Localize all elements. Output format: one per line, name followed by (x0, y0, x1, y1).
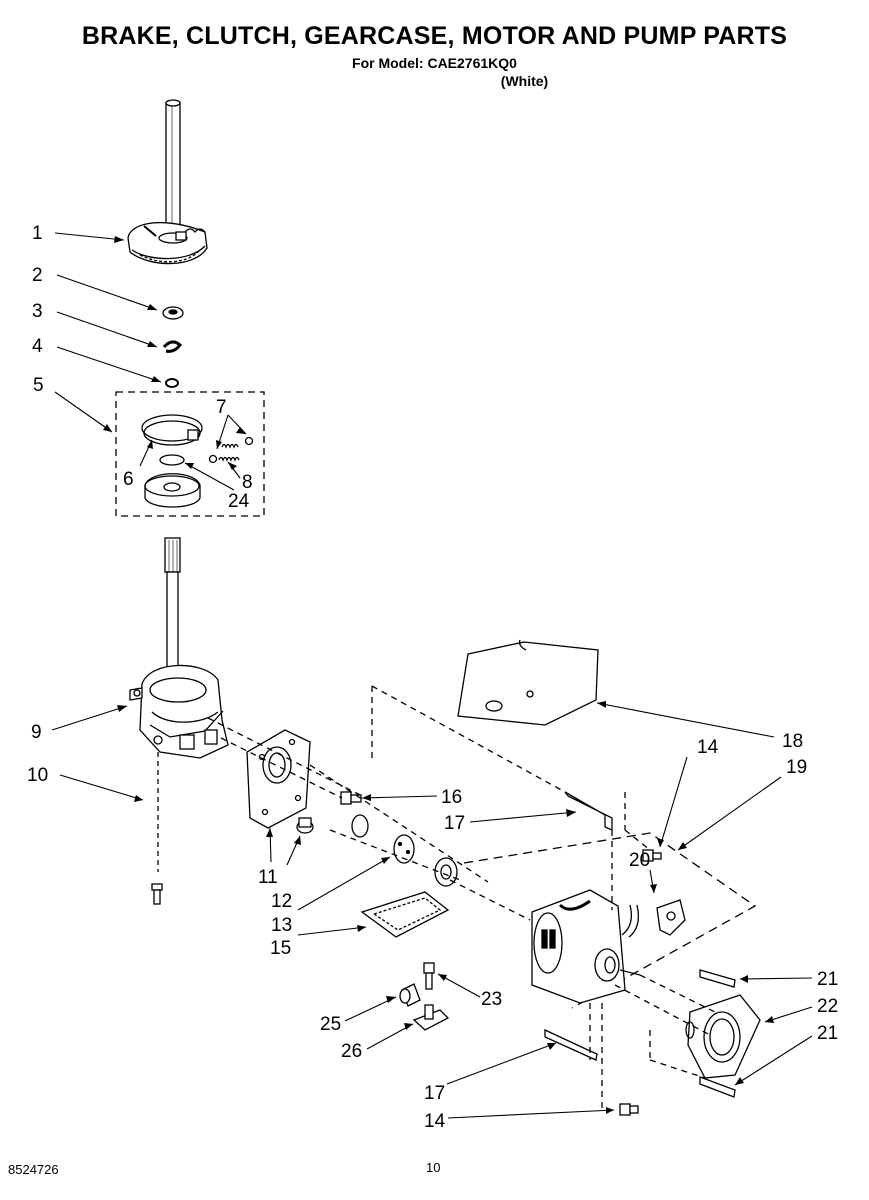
callout-21-upper: 21 (817, 969, 838, 990)
callout-4: 4 (32, 336, 43, 357)
callout-18: 18 (782, 731, 803, 752)
callout-22: 22 (817, 996, 838, 1017)
callout-8: 8 (242, 472, 253, 493)
callout-3: 3 (32, 301, 43, 322)
part-19-motor-outline (463, 832, 757, 1009)
callout-14-lower: 14 (424, 1111, 446, 1132)
part-7-8-spring (208, 436, 254, 464)
page-title: BRAKE, CLUTCH, GEARCASE, MOTOR AND PUMP … (81, 22, 788, 50)
callout-21-lower: 21 (817, 1023, 838, 1044)
part-11-adapter-plate (246, 729, 311, 829)
part-5-clutch-assembly-box (115, 391, 265, 517)
callout-13: 13 (271, 915, 292, 936)
callout-14-upper: 14 (697, 737, 719, 758)
part-12-plug (296, 817, 314, 834)
callout-12: 12 (271, 891, 292, 912)
callout-10: 10 (27, 765, 48, 786)
callout-23: 23 (481, 989, 502, 1010)
callout-1: 1 (32, 223, 43, 244)
part-21-clip-upper (699, 969, 736, 988)
part-3-spring-washer (162, 340, 183, 353)
part-6-clutch-band (141, 414, 203, 446)
model-subtitle: For Model: CAE2761KQ0 (352, 55, 517, 71)
color-note: (White) (500, 73, 549, 89)
part-20-switch (656, 899, 686, 936)
callout-11: 11 (258, 867, 278, 888)
document-number: 8524726 (8, 1162, 59, 1177)
callout-2: 2 (32, 265, 43, 286)
callout-26: 26 (341, 1041, 362, 1062)
callout-7: 7 (216, 397, 227, 418)
callout-16: 16 (441, 787, 462, 808)
page-number: 10 (426, 1160, 441, 1175)
arrowheads (103, 236, 774, 1114)
callout-labels: 1 2 3 4 5 6 7 8 24 9 10 11 12 13 15 16 1… (27, 223, 838, 1132)
part-4-retaining-ring (165, 378, 179, 388)
part-9-gearcase (129, 664, 229, 759)
part-22-pump (685, 994, 761, 1079)
alignment-lines (207, 685, 716, 1110)
callout-6: 6 (123, 469, 134, 490)
callout-24: 24 (228, 491, 250, 512)
callout-20: 20 (629, 850, 650, 871)
part-24-clutch-hub (144, 454, 201, 508)
callout-9: 9 (31, 722, 42, 743)
part-17-bracket-lower (544, 1028, 598, 1061)
part-18-shield (457, 639, 599, 726)
callout-15: 15 (270, 938, 291, 959)
callout-17-lower: 17 (424, 1083, 445, 1104)
part-10-bolt (151, 752, 163, 905)
part-26-clamp (412, 1004, 450, 1031)
callout-25: 25 (320, 1014, 341, 1035)
part-14-bolt-lower (619, 1103, 639, 1116)
part-23-screw (423, 962, 435, 990)
callout-5: 5 (33, 375, 44, 396)
callout-19: 19 (786, 757, 807, 778)
motor (531, 889, 641, 1004)
drive-shaft-top (165, 99, 181, 239)
callout-17-upper: 17 (444, 813, 465, 834)
leader-lines (51, 232, 813, 1119)
drive-shaft-lower (164, 537, 181, 683)
part-14-bolt-upper (642, 849, 662, 862)
part-15-pad (360, 891, 450, 938)
part-1-brake-assembly (127, 221, 208, 265)
part-25-grommet (399, 983, 421, 1007)
part-2-washer (162, 306, 184, 320)
part-21-clip-lower (699, 1076, 736, 1098)
part-13-coupling (351, 814, 458, 887)
